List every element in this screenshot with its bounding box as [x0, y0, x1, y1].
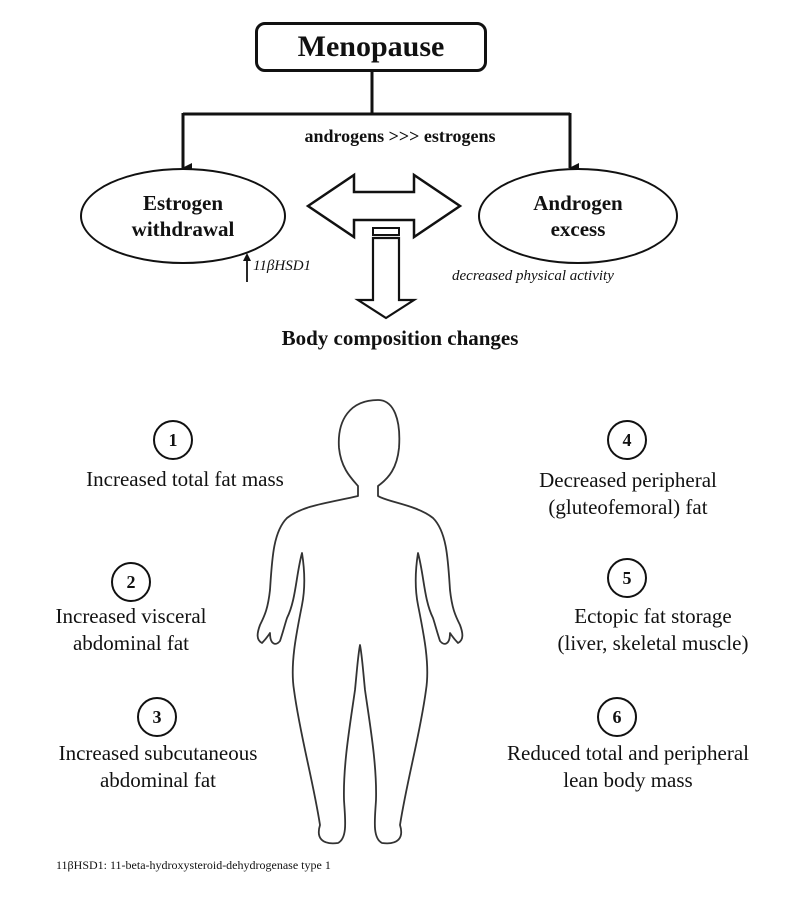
effect-number-2: 2: [111, 562, 151, 602]
androgen-line2: excess: [550, 217, 606, 241]
up-arrow-icon: [243, 253, 251, 282]
estrogen-line1: Estrogen: [142, 191, 224, 215]
footnote: 11βHSD1: 11-beta-hydroxysteroid-dehydrog…: [56, 858, 331, 872]
effect-2-line1: Increased visceral: [55, 604, 207, 628]
effect-5-text: Ectopic fat storage (liver, skeletal mus…: [520, 603, 786, 657]
menopause-box: Menopause: [255, 22, 487, 72]
body-silhouette-icon: [256, 399, 464, 845]
effect-4-text: Decreased peripheral (gluteofemoral) fat: [480, 467, 776, 521]
double-arrow-icon: [305, 172, 463, 240]
down-arrow-icon: [354, 227, 418, 320]
estrogen-line2: withdrawal: [131, 217, 235, 241]
androgen-line1: Androgen: [533, 191, 623, 215]
effect-4-line1: Decreased peripheral: [539, 468, 717, 492]
effect-4-line2: (gluteofemoral) fat: [548, 495, 708, 519]
effect-1-line1: Increased total fat mass: [86, 467, 284, 491]
effect-6-text: Reduced total and peripheral lean body m…: [470, 740, 786, 794]
effect-3-line2: abdominal fat: [99, 768, 217, 792]
menopause-title: Menopause: [297, 30, 445, 63]
estrogen-withdrawal-node: Estrogen withdrawal: [80, 168, 286, 264]
effect-2-text: Increased visceral abdominal fat: [0, 603, 262, 657]
activity-note: decreased physical activity: [452, 268, 614, 284]
effect-6-line2: lean body mass: [563, 768, 693, 792]
effect-number-6: 6: [597, 697, 637, 737]
effect-5-line1: Ectopic fat storage: [574, 604, 732, 628]
enzyme-note: 11βHSD1: [253, 258, 312, 274]
effect-5-line2: (liver, skeletal muscle): [557, 631, 749, 655]
hormone-ratio-label: androgens >>> estrogens: [304, 126, 496, 146]
effect-1-text: Increased total fat mass: [40, 466, 330, 493]
effect-number-5: 5: [607, 558, 647, 598]
effect-2-line2: abdominal fat: [72, 631, 190, 655]
outcome-label: Body composition changes: [281, 326, 519, 350]
effect-3-text: Increased subcutaneous abdominal fat: [18, 740, 298, 794]
branch-lines: [181, 72, 579, 173]
androgen-excess-node: Androgen excess: [478, 168, 678, 264]
effect-number-4: 4: [607, 420, 647, 460]
effect-number-1: 1: [153, 420, 193, 460]
effect-3-line1: Increased subcutaneous: [58, 741, 258, 765]
effect-6-line1: Reduced total and peripheral: [507, 741, 749, 765]
effect-number-3: 3: [137, 697, 177, 737]
